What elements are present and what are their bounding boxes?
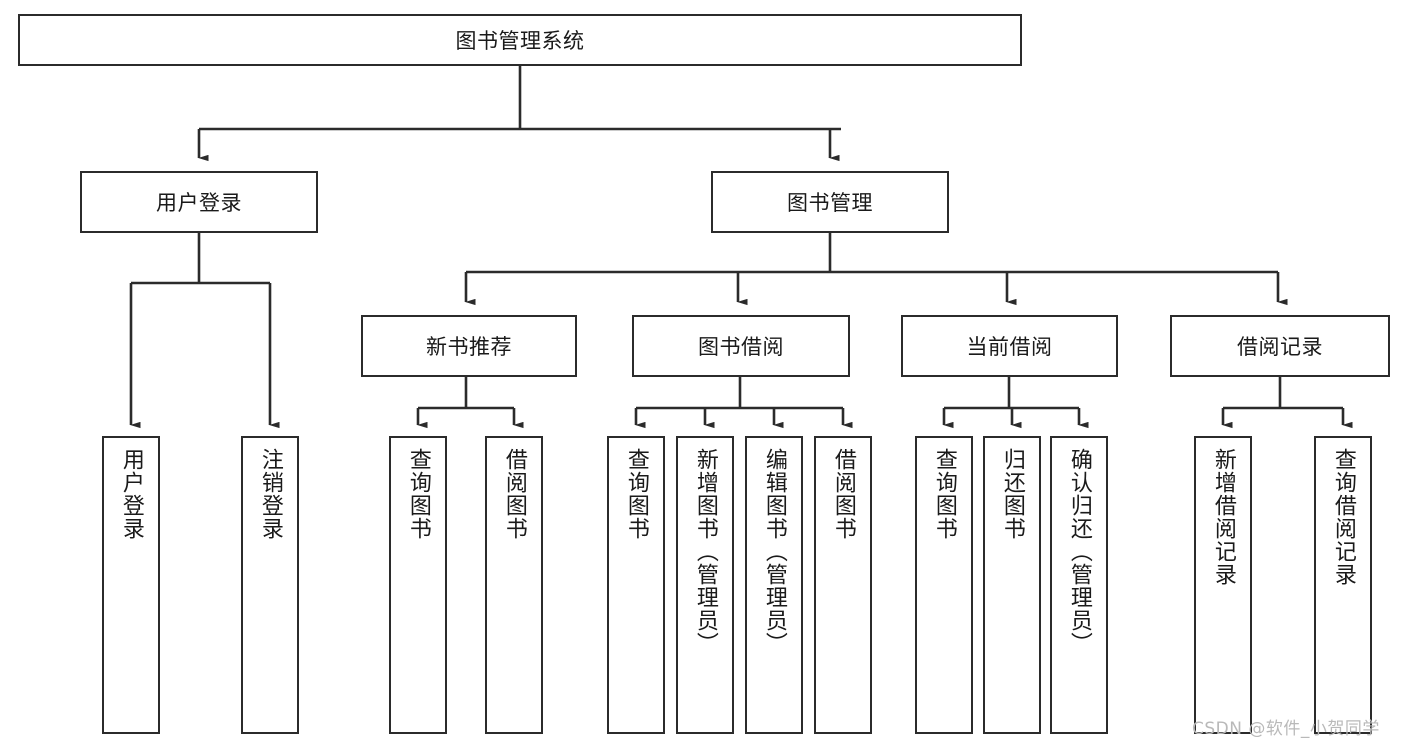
- node-leaf-return-book[interactable]: 归还图书: [983, 436, 1041, 734]
- node-leaf-borrow-book-2[interactable]: 借阅图书: [814, 436, 872, 734]
- node-leaf-add-record[interactable]: 新增借阅记录: [1194, 436, 1252, 734]
- node-book-management-system[interactable]: 图书管理系统: [18, 14, 1022, 66]
- node-label: 图书借阅: [698, 335, 784, 359]
- node-label: 查询图书: [623, 448, 649, 540]
- node-current-borrow[interactable]: 当前借阅: [901, 315, 1118, 377]
- node-label: 归还图书: [999, 448, 1025, 540]
- node-label: 新增借阅记录: [1210, 448, 1236, 586]
- node-leaf-borrow-book-1[interactable]: 借阅图书: [485, 436, 543, 734]
- node-new-book-recommend[interactable]: 新书推荐: [361, 315, 577, 377]
- node-leaf-edit-book[interactable]: 编辑图书（管理员）: [745, 436, 803, 734]
- node-label: 借阅记录: [1237, 335, 1323, 359]
- node-leaf-query-book-3[interactable]: 查询图书: [915, 436, 973, 734]
- node-label: 借阅图书: [501, 448, 527, 540]
- node-label: 查询图书: [931, 448, 957, 540]
- node-label: 用户登录: [156, 191, 242, 215]
- node-leaf-query-book-1[interactable]: 查询图书: [389, 436, 447, 734]
- node-leaf-confirm-return[interactable]: 确认归还（管理员）: [1050, 436, 1108, 734]
- node-label: 新增图书（管理员）: [692, 448, 718, 655]
- node-label: 用户登录: [118, 448, 144, 540]
- node-label: 当前借阅: [966, 335, 1053, 359]
- node-label: 图书管理: [787, 191, 873, 215]
- node-borrow-record[interactable]: 借阅记录: [1170, 315, 1390, 377]
- node-label: 确认归还（管理员）: [1066, 448, 1092, 655]
- node-book-management[interactable]: 图书管理: [711, 171, 949, 233]
- node-leaf-logout-login[interactable]: 注销登录: [241, 436, 299, 734]
- node-label: 注销登录: [257, 448, 283, 540]
- node-book-borrow[interactable]: 图书借阅: [632, 315, 850, 377]
- node-label: 查询图书: [405, 448, 431, 540]
- node-leaf-query-record[interactable]: 查询借阅记录: [1314, 436, 1372, 734]
- node-label: 编辑图书（管理员）: [761, 448, 787, 655]
- node-user-login[interactable]: 用户登录: [80, 171, 318, 233]
- node-leaf-user-login[interactable]: 用户登录: [102, 436, 160, 734]
- csdn-watermark: CSDN @软件_小贺同学: [1192, 719, 1380, 739]
- node-label: 新书推荐: [426, 335, 512, 359]
- node-label: 查询借阅记录: [1330, 448, 1356, 586]
- node-label: 图书管理系统: [455, 29, 585, 53]
- node-leaf-add-book[interactable]: 新增图书（管理员）: [676, 436, 734, 734]
- node-label: 借阅图书: [830, 448, 856, 540]
- node-leaf-query-book-2[interactable]: 查询图书: [607, 436, 665, 734]
